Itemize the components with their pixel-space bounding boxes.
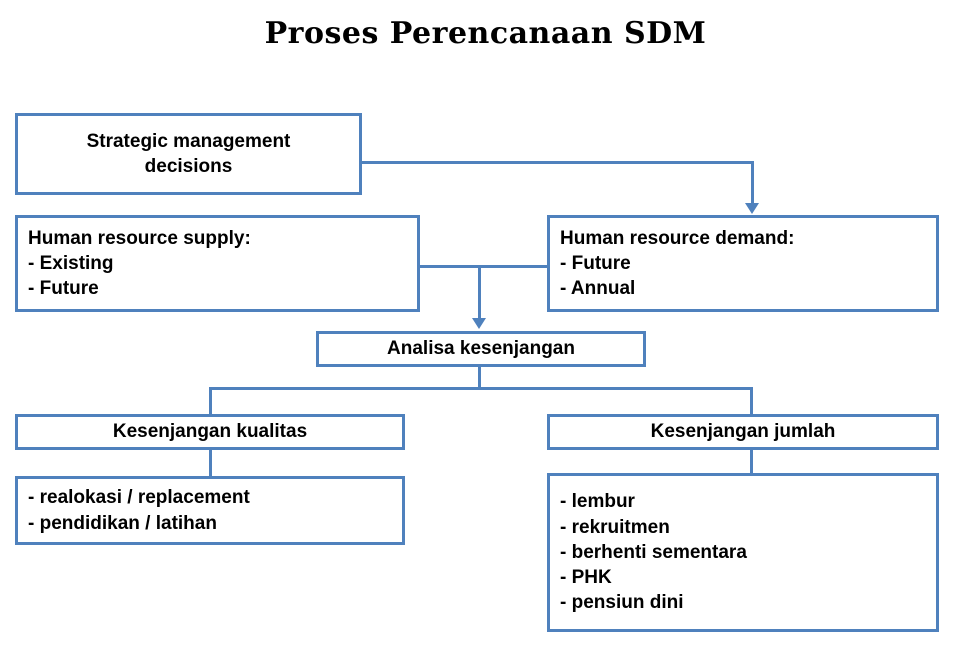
- node-quantity-actions[interactable]: - lembur - rekruitmen - berhenti sementa…: [547, 473, 939, 632]
- arrowhead-into-demand: [745, 203, 759, 214]
- node-strategic-management-decisions[interactable]: Strategic management decisions: [15, 113, 362, 195]
- connector-strategic-to-demand-horizontal: [360, 161, 754, 164]
- node-human-resource-demand[interactable]: Human resource demand: - Future - Annual: [547, 215, 939, 312]
- demand-heading: Human resource demand:: [560, 227, 795, 249]
- supply-heading: Human resource supply:: [28, 227, 251, 249]
- quantity-action-lembur: - lembur: [560, 491, 635, 513]
- quality-action-realokasi: - realokasi / replacement: [28, 487, 250, 509]
- gap-quality-label: Kesenjangan kualitas: [112, 421, 308, 443]
- connector-to-gap-quantity: [750, 387, 753, 416]
- node-human-resource-supply[interactable]: Human resource supply: - Existing - Futu…: [15, 215, 420, 312]
- demand-item-future: - Future: [560, 252, 631, 274]
- quantity-action-berhenti-sementara: - berhenti sementara: [560, 541, 747, 563]
- strategic-line-1: Strategic management: [86, 130, 291, 152]
- supply-item-future: - Future: [28, 278, 99, 300]
- quantity-action-pensiun-dini: - pensiun dini: [560, 592, 684, 614]
- node-kesenjangan-kualitas[interactable]: Kesenjangan kualitas: [15, 414, 405, 450]
- quality-action-pendidikan: - pendidikan / latihan: [28, 512, 217, 534]
- gap-quantity-label: Kesenjangan jumlah: [650, 421, 836, 443]
- strategic-line-2: decisions: [144, 156, 233, 177]
- connector-gap-split-horizontal: [209, 387, 753, 390]
- node-analisa-kesenjangan[interactable]: Analisa kesenjangan: [316, 331, 646, 367]
- node-quality-actions[interactable]: - realokasi / replacement - pendidikan /…: [15, 476, 405, 545]
- quantity-action-rekruitmen: - rekruitmen: [560, 516, 670, 538]
- connector-to-gap-quality: [209, 387, 212, 416]
- connector-supply-demand-join: [418, 265, 550, 268]
- connector-analisa-drop: [478, 366, 481, 390]
- quantity-action-phk: - PHK: [560, 567, 612, 589]
- connector-join-to-analisa-vertical: [478, 265, 481, 321]
- connector-quantity-to-actions: [750, 449, 753, 477]
- page-title: Proses Perencanaan SDM: [264, 16, 707, 51]
- connector-strategic-to-demand-vertical: [751, 161, 754, 207]
- node-kesenjangan-jumlah[interactable]: Kesenjangan jumlah: [547, 414, 939, 450]
- connector-quality-to-actions: [209, 449, 212, 477]
- supply-item-existing: - Existing: [28, 252, 114, 274]
- analisa-label: Analisa kesenjangan: [387, 338, 575, 360]
- demand-item-annual: - Annual: [560, 278, 636, 300]
- arrowhead-into-analisa: [472, 318, 486, 329]
